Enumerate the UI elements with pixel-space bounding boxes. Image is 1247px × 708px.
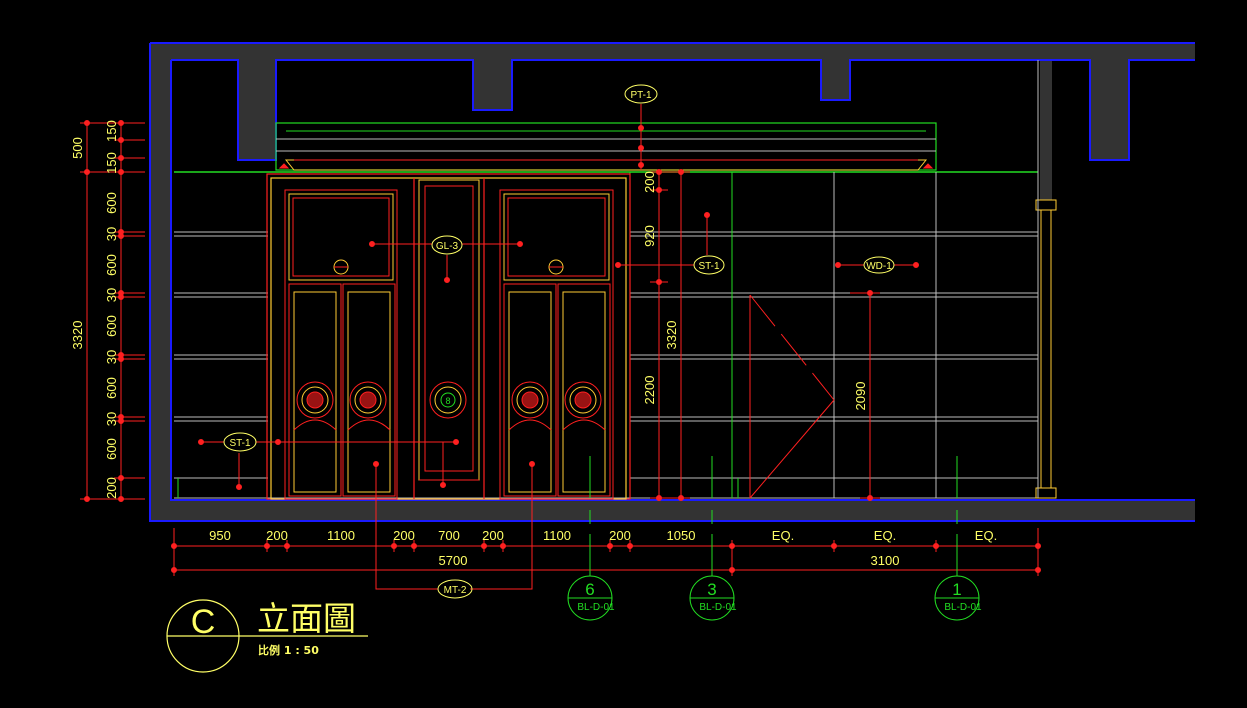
wall-section — [149, 42, 1195, 522]
tag-st1-left: ST-1 — [229, 438, 251, 449]
title-block: C 立面圖 比例 1 : 50 — [166, 599, 368, 673]
dim-left: 30 — [104, 227, 119, 241]
tag-wd1: WD-1 — [866, 261, 892, 272]
tag-pt1-bubble — [624, 84, 658, 104]
tag-wd1-bubble — [863, 256, 895, 274]
dim-bottom: EQ. — [772, 528, 794, 543]
dim-bottom: 1050 — [667, 528, 696, 543]
material-tags — [223, 84, 895, 599]
callout-6-number: 6 — [585, 580, 594, 599]
callout-1-ref: BL-D-01 — [944, 602, 982, 613]
bottom-dimension-lines — [171, 528, 1041, 576]
dim-inner-3320: 3320 — [664, 321, 679, 350]
dim-left: 600 — [104, 254, 119, 276]
callout-3-number: 3 — [707, 580, 716, 599]
stone-panel-lines — [174, 172, 1038, 499]
dim-bottom: EQ. — [874, 528, 896, 543]
ceiling-cornice — [174, 122, 1038, 173]
tag-pt1: PT-1 — [630, 90, 652, 101]
drawing-scale: 比例 1 : 50 — [258, 643, 319, 657]
tag-st1-left-bubble — [223, 432, 257, 452]
dim-total-left: 5700 — [439, 553, 468, 568]
dim-bottom: 950 — [209, 528, 231, 543]
dim-left: 600 — [104, 192, 119, 214]
left-dimension-lines — [80, 120, 145, 502]
dim-total-top: 500 — [70, 137, 85, 159]
dim-bottom: 200 — [482, 528, 504, 543]
dim-left: 150 — [104, 152, 119, 174]
dim-left: 30 — [104, 412, 119, 426]
dim-left: 600 — [104, 315, 119, 337]
dim-left: 600 — [104, 377, 119, 399]
inner-dimension-lines — [650, 169, 880, 501]
dim-inner-200: 200 — [642, 171, 657, 193]
tag-st1-right-bubble — [693, 255, 725, 275]
callout-1-number: 1 — [952, 580, 961, 599]
dim-bottom: 200 — [266, 528, 288, 543]
center-panel: 8 — [418, 179, 480, 481]
dim-left: 30 — [104, 350, 119, 364]
dim-left: 200 — [104, 477, 119, 499]
tag-mt2-bubble — [437, 579, 473, 599]
door-frame — [266, 173, 631, 500]
callout-6-ref: BL-D-01 — [577, 602, 615, 613]
tag-mt2: MT-2 — [444, 585, 467, 596]
dim-bottom: 700 — [438, 528, 460, 543]
green-wood-lines — [177, 172, 739, 498]
tag-gl3: GL-3 — [436, 241, 459, 252]
drawing-title: 立面圖 — [257, 599, 356, 638]
right-door-leaf — [499, 189, 614, 500]
dim-bottom: EQ. — [975, 528, 997, 543]
dim-inner-920: 920 — [642, 225, 657, 247]
section-callouts — [567, 456, 980, 621]
right-column — [1035, 60, 1057, 499]
dim-inner-2090: 2090 — [853, 382, 868, 411]
dim-total-main: 3320 — [70, 321, 85, 350]
dim-bottom: 200 — [393, 528, 415, 543]
dim-bottom: 1100 — [543, 528, 571, 543]
dim-left: 150 — [104, 120, 119, 142]
elevation-letter: C — [191, 603, 216, 641]
leader-lines — [198, 104, 919, 590]
left-door-leaf — [284, 189, 398, 500]
tag-st1-right: ST-1 — [698, 261, 720, 272]
door-swing-line — [749, 294, 835, 499]
callout-3-ref: BL-D-01 — [699, 602, 737, 613]
dim-total-right: 3100 — [871, 553, 900, 568]
dim-left: 600 — [104, 438, 119, 460]
tag-gl3-bubble — [431, 235, 463, 255]
dim-bottom: 1100 — [327, 528, 355, 543]
svg-text:8: 8 — [445, 396, 450, 406]
dim-inner-2200: 2200 — [642, 376, 657, 405]
dim-bottom: 200 — [609, 528, 631, 543]
dim-left: 30 — [104, 288, 119, 302]
